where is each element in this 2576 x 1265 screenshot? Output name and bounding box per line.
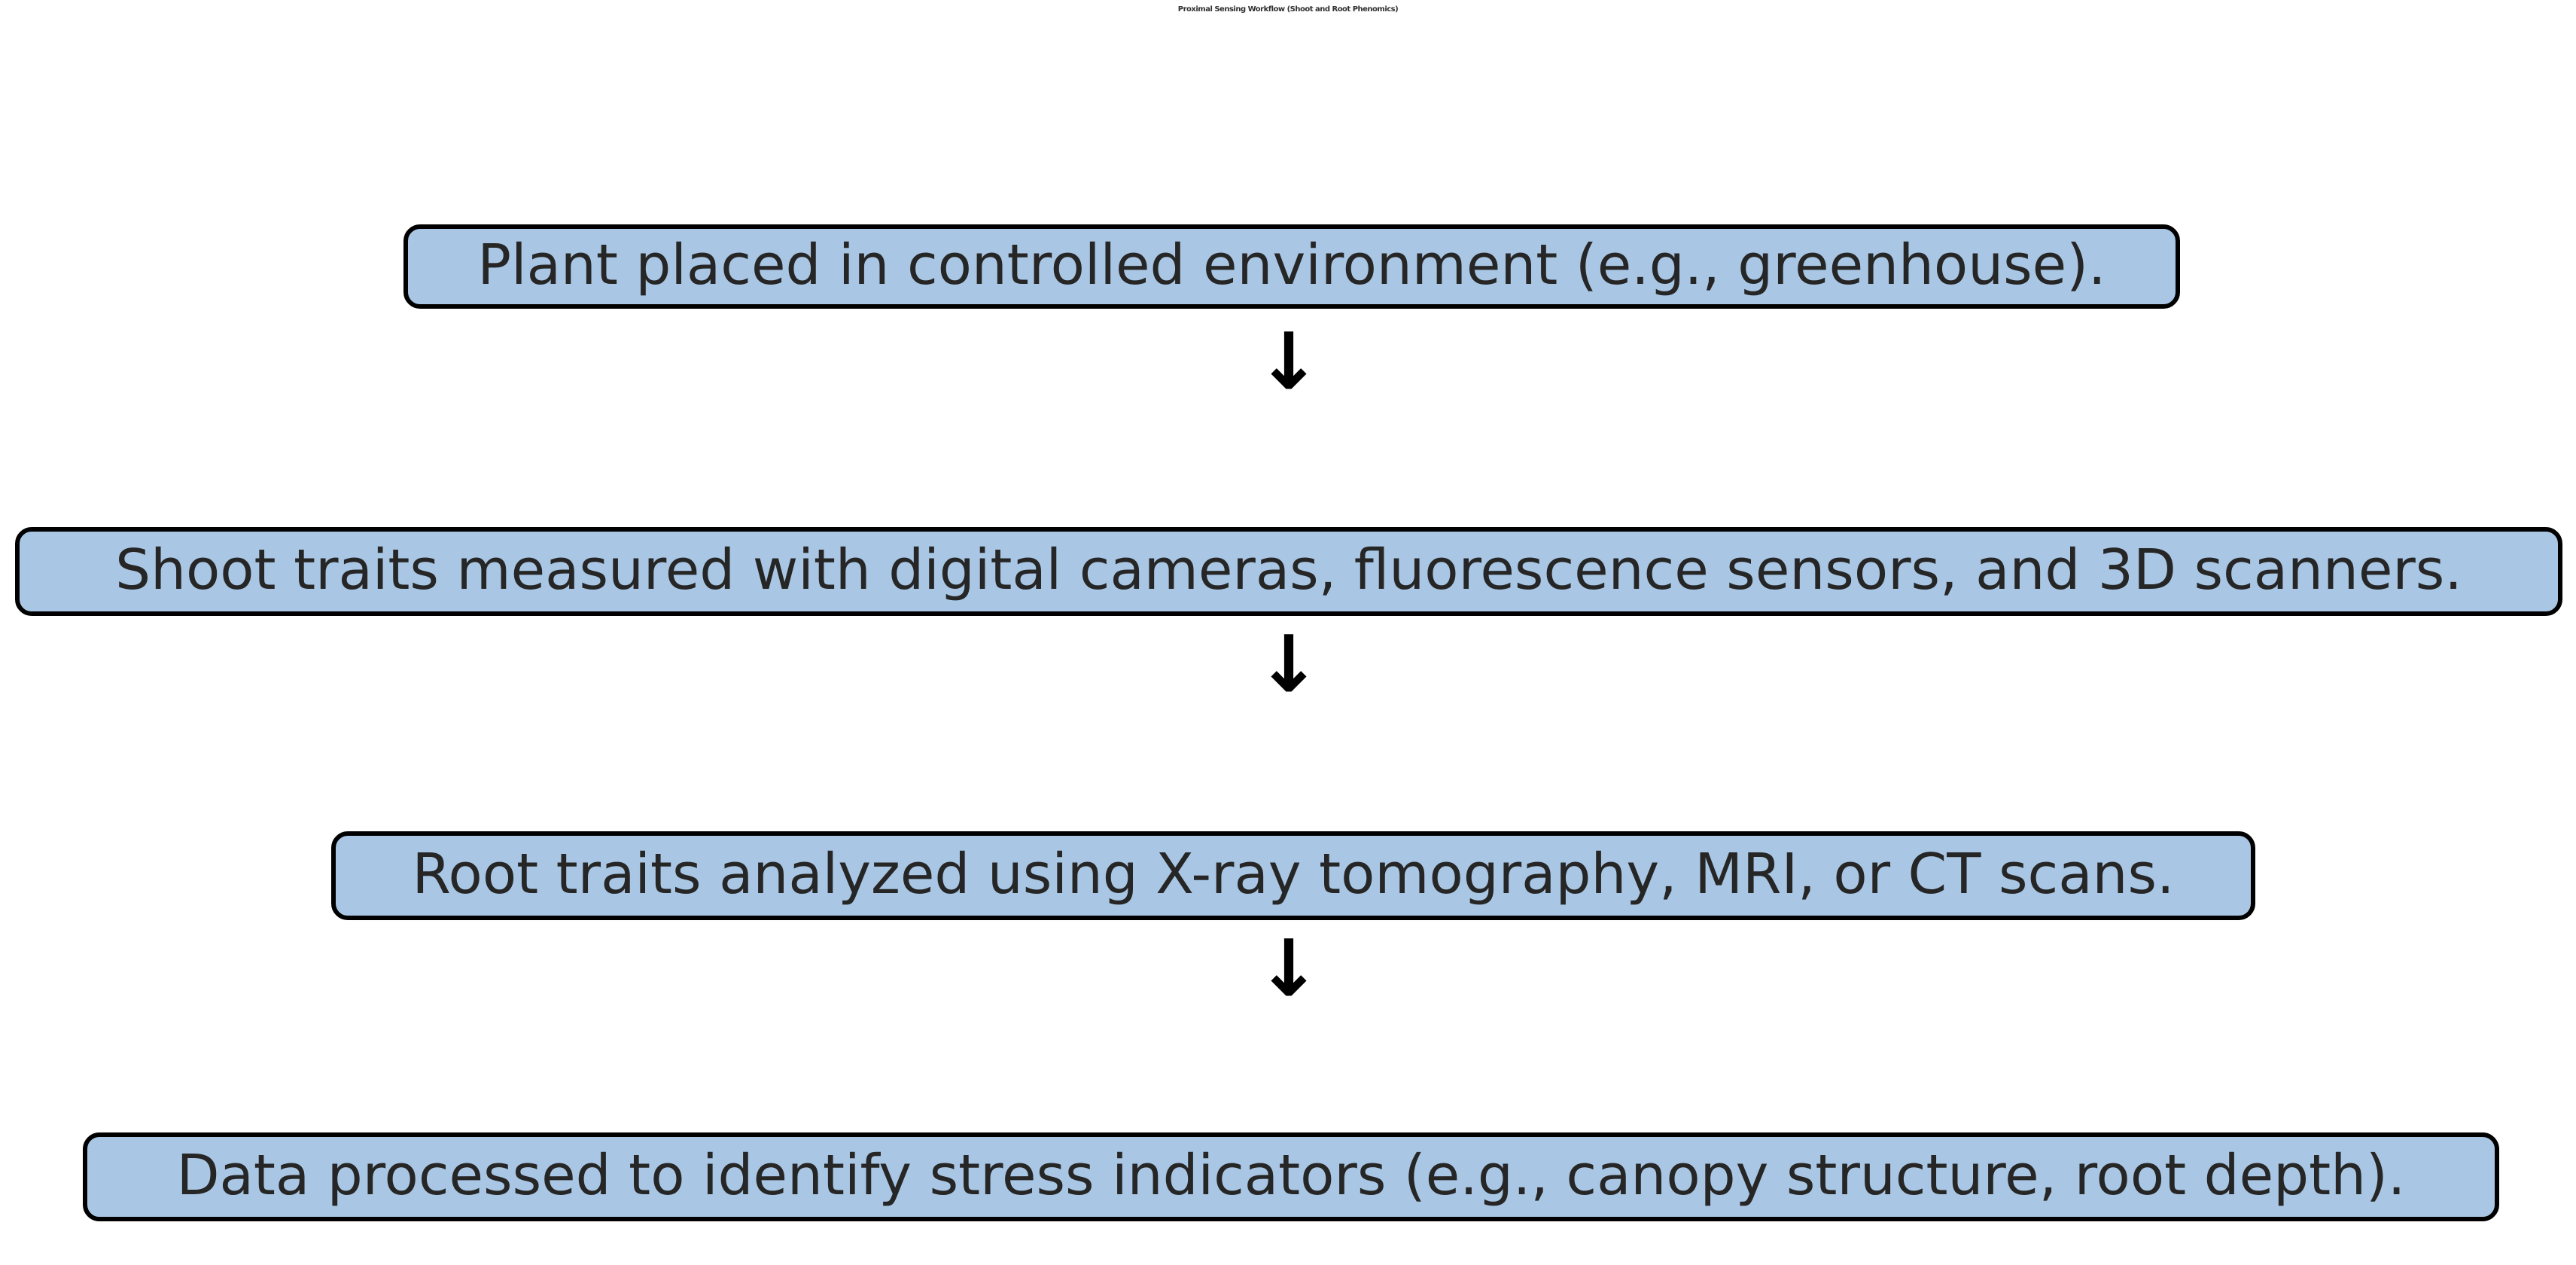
arrow-down-icon-2: ↓ bbox=[1256, 618, 1322, 710]
flow-node-step-3-label: Root traits analyzed using X-ray tomogra… bbox=[412, 842, 2175, 907]
flow-node-step-1[interactable]: Plant placed in controlled environment (… bbox=[403, 224, 2180, 309]
flow-node-step-4[interactable]: Data processed to identify stress indica… bbox=[83, 1132, 2499, 1221]
page-title: Proximal Sensing Workflow (Shoot and Roo… bbox=[1177, 5, 1399, 14]
flow-node-step-2-label: Shoot traits measured with digital camer… bbox=[115, 538, 2462, 602]
flow-node-step-1-label: Plant placed in controlled environment (… bbox=[477, 233, 2106, 297]
arrow-down-icon-1: ↓ bbox=[1256, 315, 1322, 407]
flow-node-step-4-label: Data processed to identify stress indica… bbox=[176, 1143, 2406, 1208]
flow-node-step-3[interactable]: Root traits analyzed using X-ray tomogra… bbox=[331, 831, 2255, 920]
arrow-down-icon-3: ↓ bbox=[1256, 922, 1322, 1014]
flow-node-step-2[interactable]: Shoot traits measured with digital camer… bbox=[15, 527, 2562, 616]
